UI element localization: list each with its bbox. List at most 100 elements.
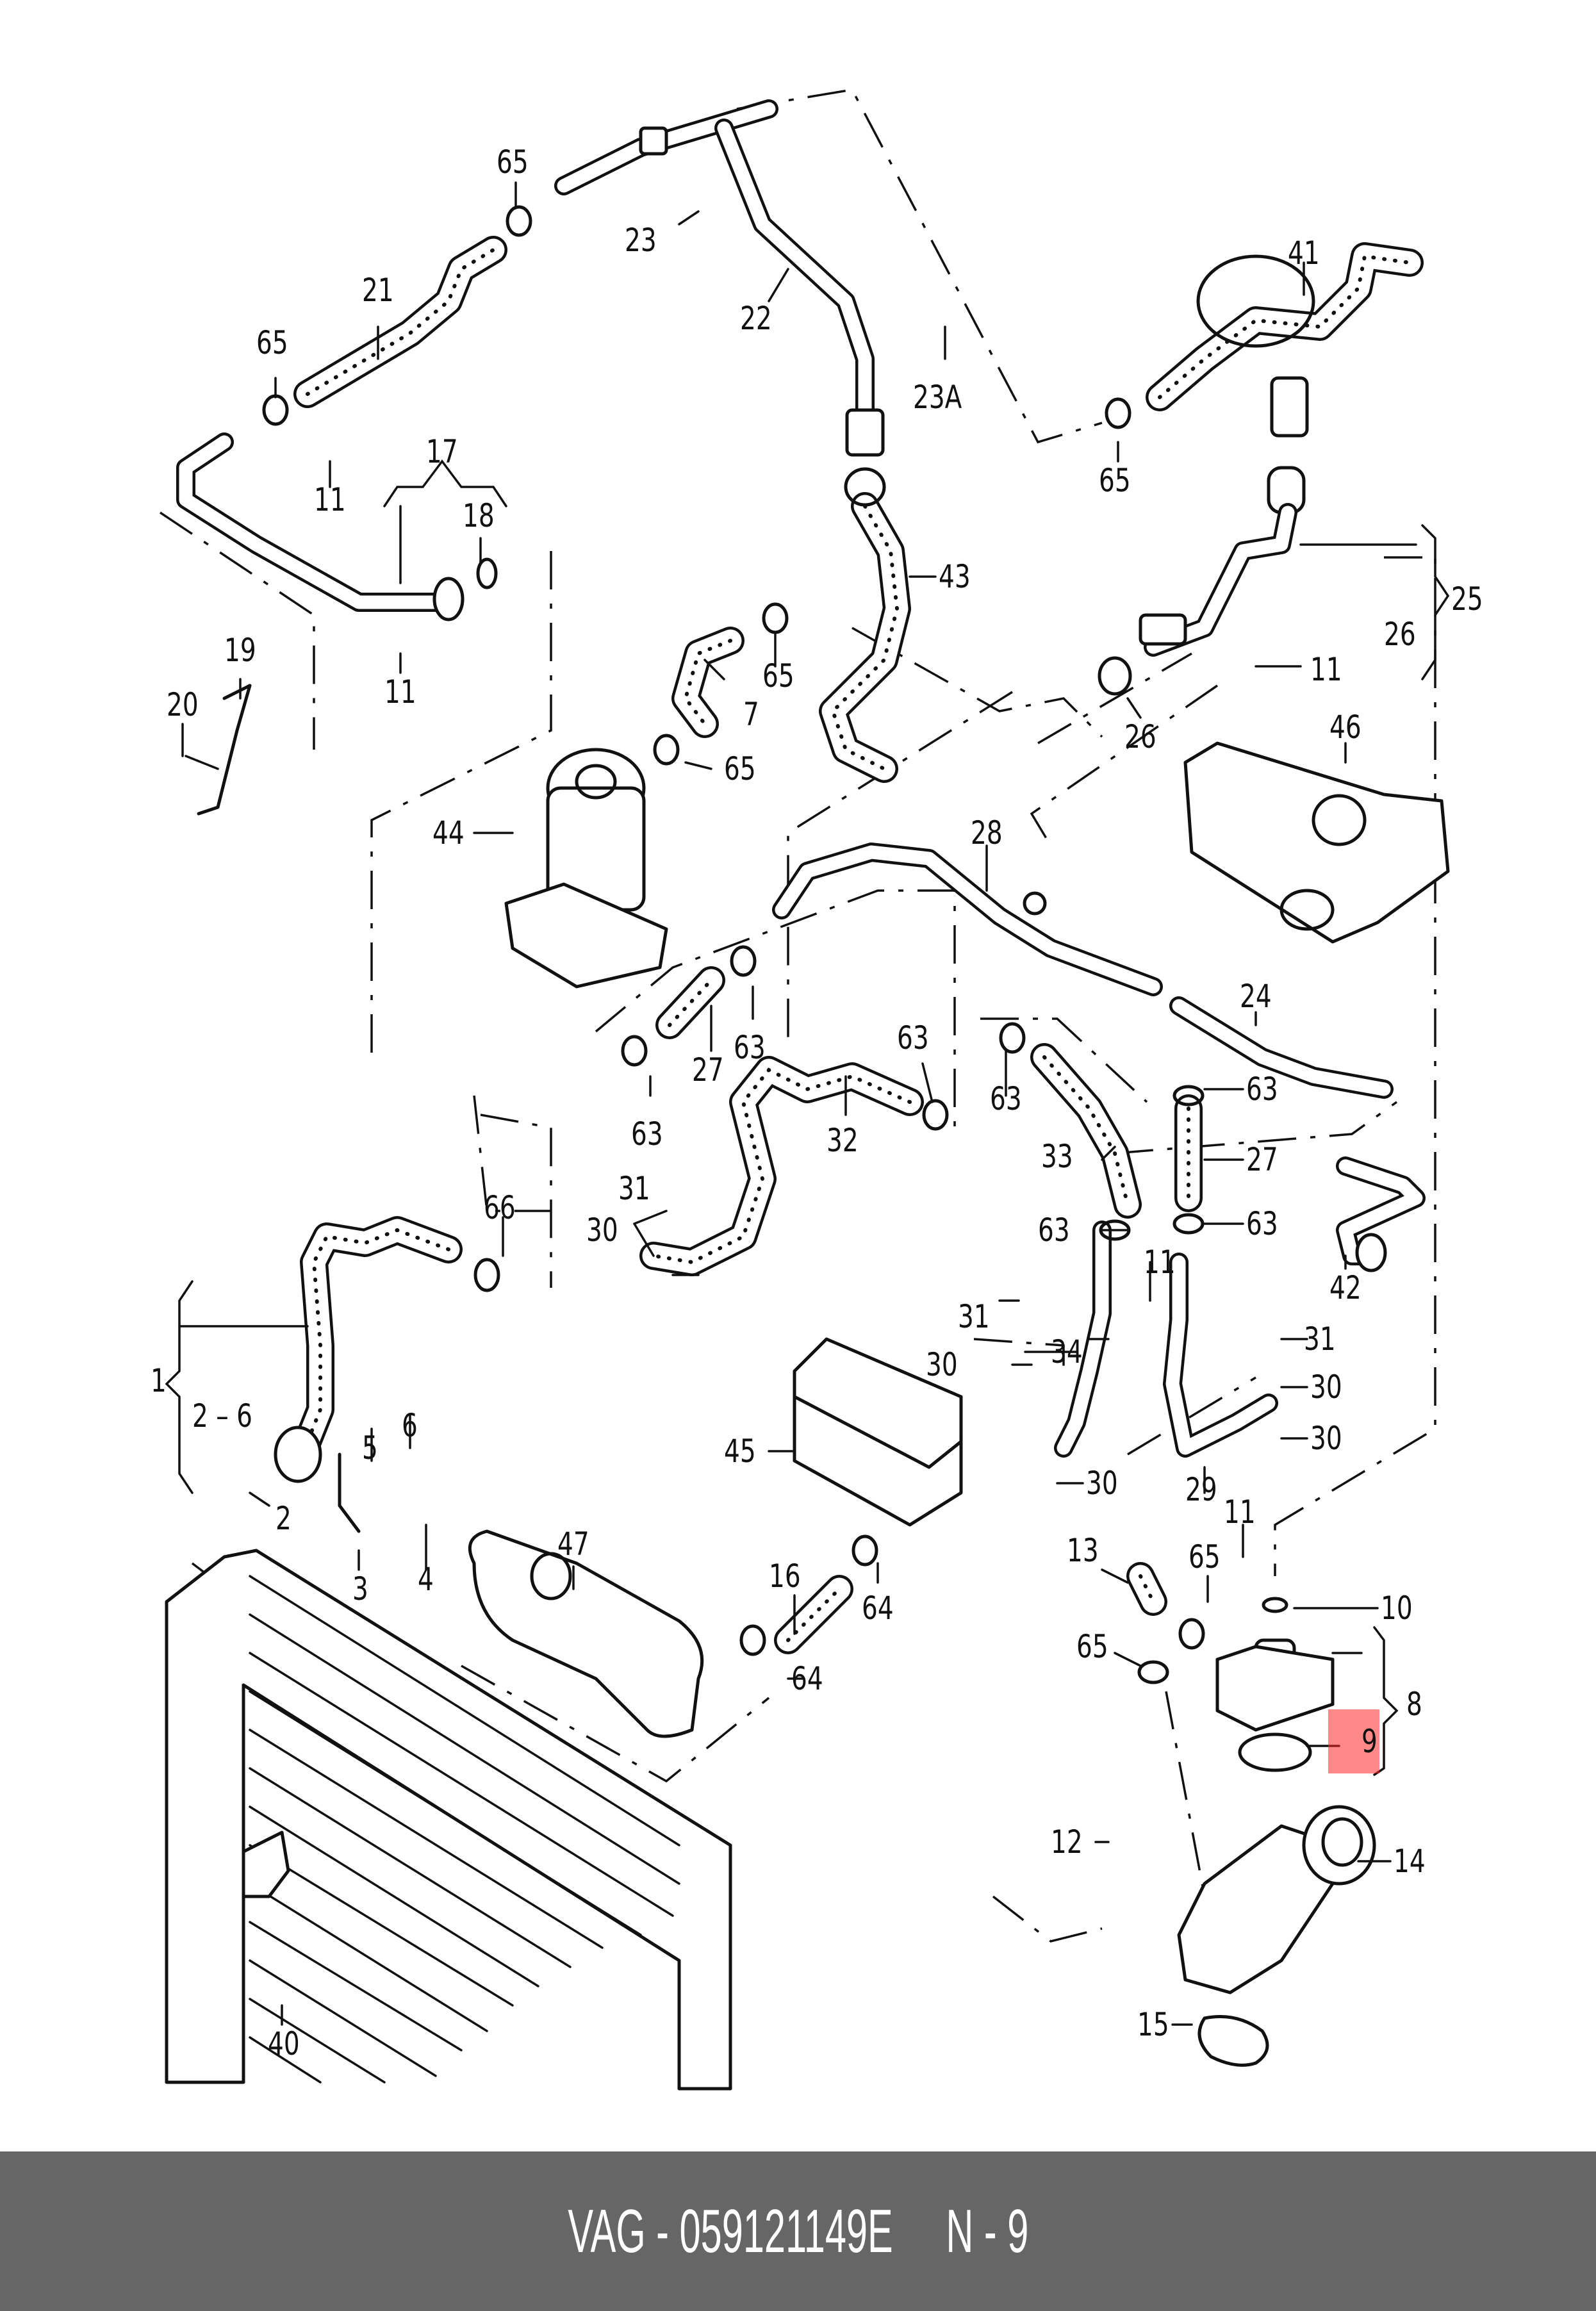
callout-27[interactable]: 27 [692,1051,724,1089]
callout-11[interactable]: 11 [384,673,416,711]
callout-11[interactable]: 11 [314,481,346,518]
callout-30[interactable]: 30 [586,1212,618,1249]
coolant-hose-21 [293,236,507,408]
coolant-hose-32 [639,1056,924,1276]
callout-63[interactable]: 63 [734,1029,766,1066]
callout-42[interactable]: 42 [1329,1269,1362,1306]
callout-26[interactable]: 26 [1124,718,1156,755]
callout-63[interactable]: 63 [631,1115,663,1153]
callout-32[interactable]: 32 [827,1122,859,1159]
callout-22[interactable]: 22 [740,300,772,337]
callout-63[interactable]: 63 [1246,1071,1278,1108]
callout-47[interactable]: 47 [557,1526,589,1563]
callout-4[interactable]: 4 [418,1561,434,1598]
coolant-hose-16 [774,1575,853,1654]
callout-18[interactable]: 18 [463,497,495,534]
callout-30[interactable]: 30 [926,1346,958,1383]
callout-2[interactable]: 2 [276,1500,292,1537]
cover-47 [468,1529,704,1738]
callout-65[interactable]: 65 [256,324,288,361]
callout-30[interactable]: 30 [1310,1369,1342,1406]
callout-31[interactable]: 31 [1304,1320,1336,1358]
callout-13[interactable]: 13 [1067,1532,1099,1569]
callout-28[interactable]: 28 [971,814,1003,851]
callout-45[interactable]: 45 [724,1433,756,1470]
callout-21[interactable]: 21 [362,272,394,309]
callout-19[interactable]: 19 [224,632,256,669]
callout-2-6[interactable]: 2 – 6 [192,1397,252,1435]
callout-8[interactable]: 8 [1406,1686,1422,1723]
callout-12[interactable]: 12 [1051,1823,1083,1861]
callout-43[interactable]: 43 [939,558,971,595]
callout-7[interactable]: 7 [743,696,759,733]
callout-26[interactable]: 26 [1384,616,1416,653]
callout-11[interactable]: 11 [1310,651,1342,688]
callout-66[interactable]: 66 [484,1189,516,1226]
callout-31[interactable]: 31 [958,1298,990,1335]
parts-diagram: 65 23 21 22 65 23A 41 65 11 17 18 43 25 … [151,88,1483,2091]
part-number-text: VAG - 059121149E N - 9 [567,2196,1029,2266]
diagram-drawing [160,88,1450,2091]
callout-6[interactable]: 6 [402,1407,418,1444]
coolant-hose-1 [274,1216,463,1533]
callout-9[interactable]: 9 [1362,1723,1378,1760]
callout-41[interactable]: 41 [1288,234,1320,272]
coolant-pipe-29 [1163,1253,1278,1458]
callout-1[interactable]: 1 [151,1362,167,1399]
coolant-pipe-42 [1336,1156,1426,1272]
coolant-hose-7 [671,627,745,738]
callout-30[interactable]: 30 [1310,1420,1342,1457]
callout-65[interactable]: 65 [1189,1538,1221,1575]
callout-44[interactable]: 44 [432,814,465,851]
oil-cooler-45 [793,1337,963,1527]
callout-65[interactable]: 65 [724,750,756,787]
callout-24[interactable]: 24 [1240,978,1272,1015]
callout-63[interactable]: 63 [990,1080,1022,1117]
leader-lines [165,181,1450,2026]
coolant-flange-14 [1177,1805,1376,1994]
callout-63[interactable]: 63 [1246,1205,1278,1242]
radiator-40 [165,1549,732,2091]
callout-65[interactable]: 65 [762,657,794,695]
callout-14[interactable]: 14 [1394,1843,1426,1880]
callout-3[interactable]: 3 [352,1570,368,1608]
seal-15 [1197,2015,1269,2067]
callout-40[interactable]: 40 [268,2025,300,2062]
callout-31[interactable]: 31 [618,1170,650,1207]
callout-5[interactable]: 5 [362,1429,378,1467]
callout-27[interactable]: 27 [1246,1141,1278,1178]
callout-15[interactable]: 15 [1137,2006,1169,2043]
callout-65[interactable]: 65 [1076,1628,1108,1665]
callout-11[interactable]: 11 [1224,1493,1256,1531]
egr-cooler-46 [1183,741,1450,944]
callout-23a[interactable]: 23A [913,379,962,416]
callout-63[interactable]: 63 [1038,1212,1070,1249]
callout-23[interactable]: 23 [625,222,657,259]
coolant-flange-8 [1215,1638,1335,1732]
coolant-hose-13 [1126,1562,1167,1616]
coolant-hose-43 [819,467,911,783]
callout-30[interactable]: 30 [1086,1465,1118,1502]
highlighted-part-marker[interactable] [1328,1709,1379,1773]
callout-25[interactable]: 25 [1451,580,1483,618]
callout-65[interactable]: 65 [1099,462,1131,499]
part-number-banner: VAG - 059121149E N - 9 [0,2151,1596,2311]
callout-33[interactable]: 33 [1041,1138,1073,1175]
callout-29[interactable]: 29 [1185,1471,1217,1508]
hose-clamps [262,205,1288,1684]
callout-46[interactable]: 46 [1329,709,1362,746]
coolant-hose-41 [1146,242,1424,438]
callout-34[interactable]: 34 [1051,1333,1083,1370]
callout-64[interactable]: 64 [791,1660,823,1697]
callout-20[interactable]: 20 [167,686,199,723]
callout-10[interactable]: 10 [1381,1590,1413,1627]
callout-64[interactable]: 64 [862,1590,894,1627]
callout-65[interactable]: 65 [497,144,529,181]
callout-16[interactable]: 16 [769,1558,801,1595]
coolant-pipe-24 [1169,996,1394,1099]
coolant-hose-27-left [655,966,725,1039]
callout-11[interactable]: 11 [1144,1244,1176,1281]
callout-17[interactable]: 17 [426,433,458,470]
callout-63[interactable]: 63 [897,1019,929,1057]
coolant-pipe-17 [176,432,498,621]
